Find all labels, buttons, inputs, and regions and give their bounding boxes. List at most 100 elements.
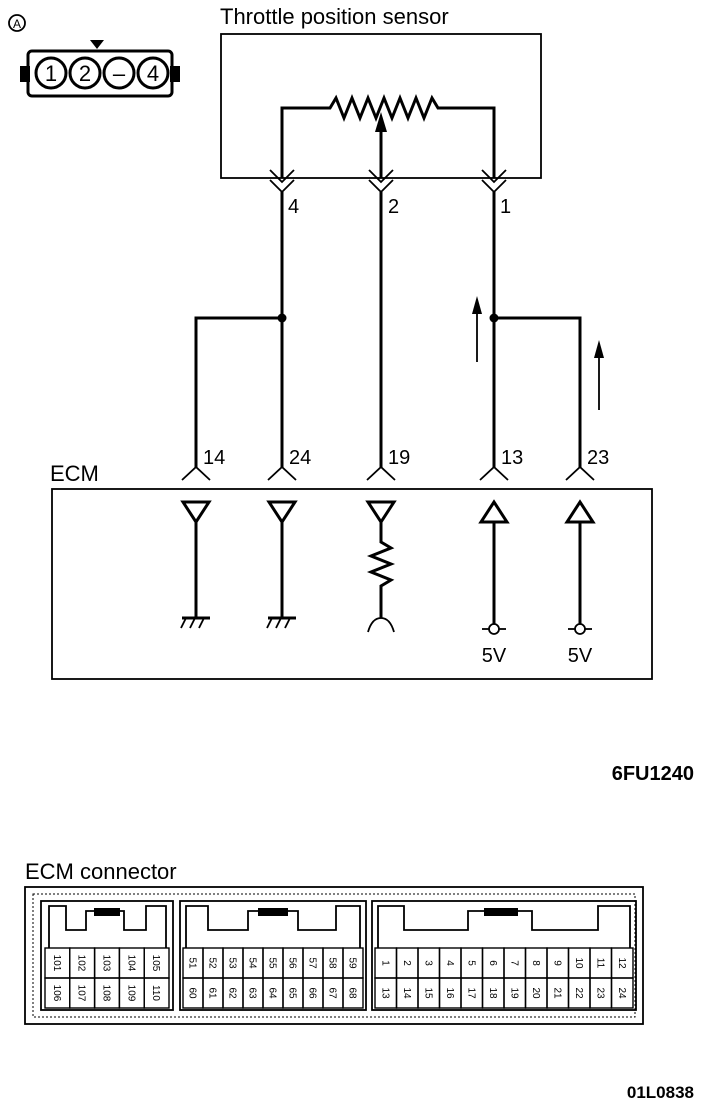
connector-a: A 1 2 – 4 (8, 14, 180, 98)
connector-inner-shell (32, 893, 636, 1018)
supply-circuit: 5V (564, 499, 596, 667)
connector-pin-number: 3 (422, 960, 433, 966)
block-lock-tab (484, 908, 518, 916)
connector-pin-number: 53 (227, 957, 238, 969)
sensor-title: Throttle position sensor (220, 4, 449, 29)
ecm-connector-chevrons (181, 465, 595, 481)
ecm-terminal-label: 24 (289, 447, 311, 469)
connector-pin-number: 22 (573, 987, 584, 999)
connector-pin-number: 16 (444, 987, 455, 999)
connector-pin-number: 21 (551, 987, 562, 999)
connector-pin-number: 12 (616, 957, 627, 969)
supply-voltage-label: 5V (568, 645, 593, 667)
connector-pin-number: 14 (401, 987, 412, 999)
block-lock-tab (258, 908, 288, 916)
connector-pin-number: 54 (247, 957, 258, 969)
connector-pin-number: 18 (487, 987, 498, 999)
connector-code: 01L0838 (627, 1083, 694, 1102)
connector-pin-number: 109 (125, 985, 136, 1002)
connector-pin-number: 104 (125, 955, 136, 972)
ground-circuit (180, 500, 212, 629)
connector-pin-number: 68 (347, 987, 358, 999)
voltage-source-icon (574, 623, 586, 635)
connector-pin-cell (342, 977, 364, 1009)
connector-a-pin: 4 (136, 56, 170, 90)
connector-a-latch-right (170, 66, 180, 82)
connector-block-middle (179, 900, 367, 1011)
connector-a-housing (26, 49, 174, 98)
splice-point (277, 313, 287, 323)
connector-pin-number: 106 (51, 985, 62, 1002)
svg-text:–: – (113, 61, 126, 86)
voltage-source-icon (488, 623, 500, 635)
connector-pin-number: 110 (150, 985, 161, 1001)
block-lock-tab (94, 908, 120, 916)
connector-pin-number: 63 (247, 987, 258, 999)
ecm-outline (51, 488, 653, 680)
connector-pin-number: 19 (508, 987, 519, 999)
sensor-connector-chevrons (269, 169, 507, 194)
ecm-terminal-label: 14 (203, 447, 225, 469)
diagram-code: 6FU1240 (612, 763, 694, 785)
ecm-terminal-label: 23 (587, 447, 609, 469)
connector-pin-number: 5 (465, 960, 476, 966)
connector-a-pin: 1 (34, 56, 68, 90)
connector-pin-number: 57 (307, 957, 318, 969)
connector-pin-number: 6 (487, 960, 498, 966)
ground-icon (266, 616, 296, 629)
signal-input-circuit (365, 500, 397, 633)
ground-icon (180, 616, 210, 629)
connector-a-badge (8, 14, 26, 32)
connector-pin-number: 108 (101, 985, 112, 1002)
splice-point (489, 313, 499, 323)
connector-pin-number: 13 (379, 987, 390, 999)
ecm-box: ECM (50, 461, 653, 680)
connector-pin-number: 101 (51, 955, 62, 972)
connector-pin-number: 20 (530, 987, 541, 999)
signal-termination-icon (367, 617, 395, 633)
current-direction-arrow-icon (594, 340, 604, 410)
connector-pin-number: 24 (616, 987, 627, 999)
connector-a-key-icon (90, 40, 104, 49)
connector-pin-number: 103 (101, 955, 112, 972)
sensor-pin-label: 1 (500, 196, 511, 218)
potentiometer-resistor (280, 93, 496, 178)
harness-wires (194, 192, 582, 468)
connector-pin-number: 7 (508, 960, 519, 966)
connector-pin-number: 55 (267, 957, 278, 969)
ecm-title: ECM (50, 461, 99, 486)
connector-pin-number: 10 (573, 957, 584, 969)
ecm-terminal-label: 13 (501, 447, 523, 469)
connector-block-left (40, 900, 174, 1011)
connector-pin-number: 61 (207, 987, 218, 999)
svg-text:4: 4 (147, 61, 159, 86)
connector-a-pin: 2 (68, 56, 102, 90)
connector-pin-number: 58 (327, 957, 338, 969)
wire-supply-branch (494, 316, 582, 468)
supply-voltage-label: 5V (482, 645, 507, 667)
connector-pin-number: 52 (207, 957, 218, 969)
connector-pin-number: 64 (267, 987, 278, 999)
connector-pin-number: 9 (551, 960, 562, 966)
connector-pin-number: 15 (422, 987, 433, 999)
connector-a-label: A (13, 17, 21, 31)
connector-pin-number: 107 (76, 985, 87, 1002)
svg-text:1: 1 (45, 61, 57, 86)
connector-pin-cell (610, 977, 634, 1009)
sensor-pin-label: 2 (388, 196, 399, 218)
throttle-position-sensor: Throttle position sensor (220, 4, 542, 179)
ground-circuit (266, 500, 298, 629)
connector-block-right (371, 900, 637, 1011)
current-direction-arrow-icon (472, 296, 482, 362)
connector-pin-cell (143, 977, 170, 1009)
connector-pin-number: 105 (150, 955, 161, 972)
connector-pin-number: 1 (379, 960, 390, 966)
connector-pin-number: 8 (530, 960, 541, 966)
svg-text:2: 2 (79, 61, 91, 86)
connector-a-pin: – (102, 56, 136, 90)
connector-pin-number: 59 (347, 957, 358, 969)
supply-circuit: 5V (478, 499, 510, 667)
